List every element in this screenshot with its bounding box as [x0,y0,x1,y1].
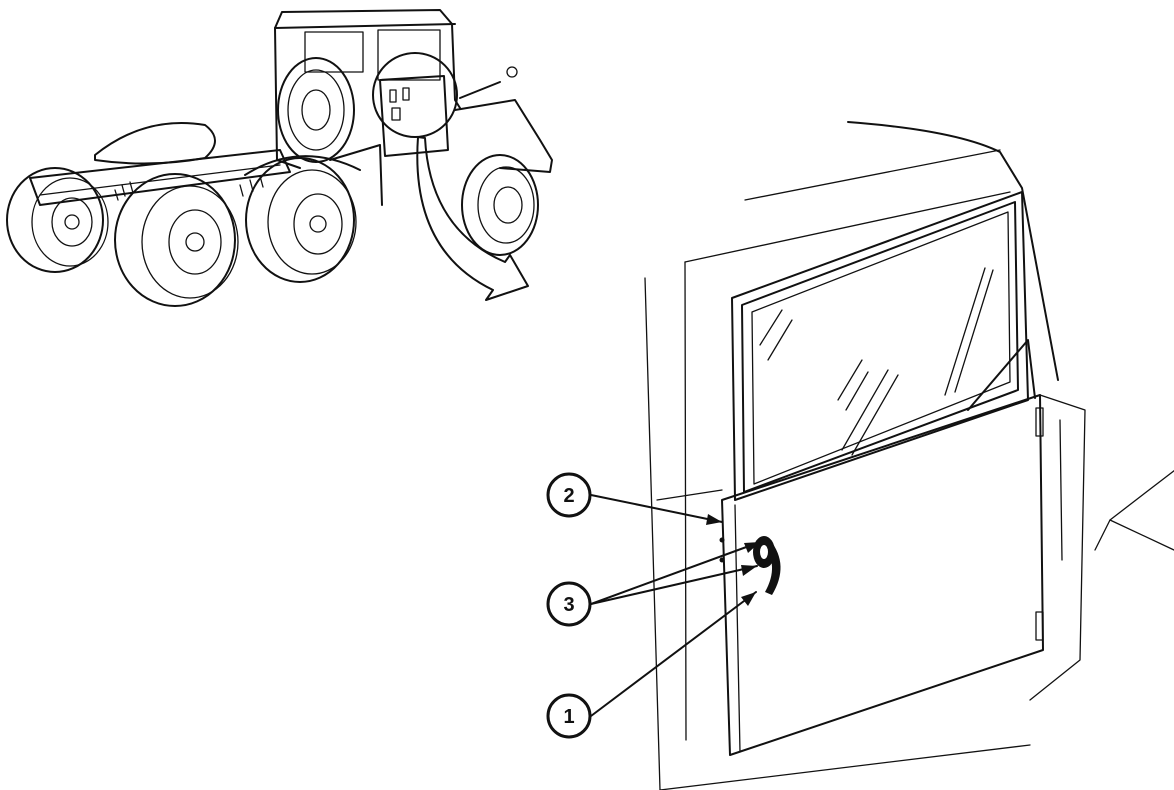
door-detail-illustration [644,121,1174,790]
callout-1-label: 1 [563,706,574,728]
truck-overview-illustration [6,9,553,307]
rear-wheel-3 [245,157,357,283]
front-wheel [461,154,539,256]
leader-lines [590,494,761,717]
detail-circle [372,52,458,138]
detail-pointer-arrow [416,136,529,301]
callout-3-label: 3 [563,594,574,616]
callout-1: 1 [546,693,592,739]
callout-3: 3 [546,581,592,627]
door-latch-handle [753,536,781,595]
callout-2-label: 2 [563,485,574,507]
rear-wheel-2 [114,173,239,307]
rear-wheel-1 [6,167,109,273]
callout-2: 2 [546,472,592,518]
